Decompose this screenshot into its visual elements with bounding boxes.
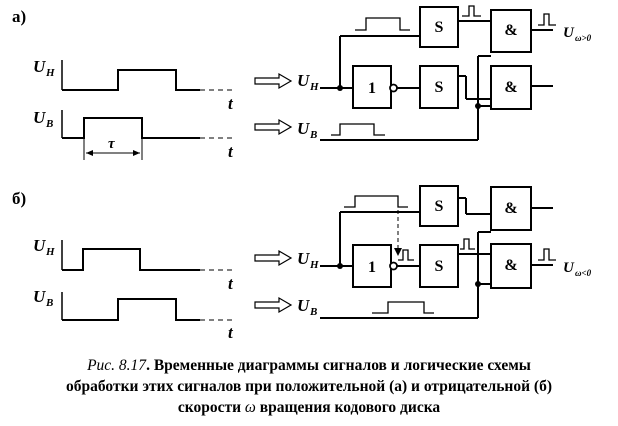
part-b-gate-and-top: & (490, 186, 532, 231)
part-b-input-arrow-top (254, 249, 293, 267)
part-a-ub-sub: В (45, 118, 53, 130)
svg-text:1: 1 (368, 80, 376, 97)
part-a-junction-ub (475, 103, 481, 109)
part-a-input-arrow-top (254, 72, 293, 90)
part-b-output-label: U (563, 260, 575, 276)
part-b-gate-s-bottom: S (419, 244, 459, 288)
part-a-gate-s-bottom: S (419, 65, 459, 109)
part-a-un-label: U (33, 57, 46, 76)
part-a-time-label-1: t (228, 94, 234, 113)
svg-text:S: S (435, 79, 444, 96)
part-b-pulse-sketch-bottom (372, 301, 434, 314)
part-a: а) U Н U В t t τ U Н U В (12, 5, 592, 161)
caption-prefix: Рис. 8.17 (87, 357, 147, 374)
svg-text:S: S (435, 198, 444, 215)
part-b-gate-s-top: S (419, 185, 459, 227)
part-a-output-sub: ω>0 (575, 33, 592, 43)
svg-text:&: & (504, 22, 517, 39)
part-b-timing (61, 240, 235, 321)
svg-text:S: S (435, 258, 444, 275)
caption-line-1: . Временные диаграммы сигналов и логичес… (146, 357, 531, 374)
part-a-pulse-sketch-s (462, 5, 481, 17)
part-b-gate-not: 1 (352, 244, 398, 288)
part-a-input-un-sub: Н (309, 81, 319, 93)
part-a-tau-label: τ (108, 136, 116, 152)
part-b-un-label: U (33, 236, 46, 255)
part-b-input-ub-sub: В (309, 306, 317, 318)
part-a-gate-not: 1 (352, 65, 398, 109)
part-a-input-arrow-bottom (254, 118, 293, 136)
part-a-time-label-2: t (228, 142, 234, 161)
part-b-input-arrow-bottom (254, 296, 293, 314)
part-a-ub-waveform (62, 117, 200, 139)
part-b-ub-label: U (33, 287, 46, 306)
part-b-input-un-label: U (297, 249, 310, 268)
part-b-un-sub: Н (45, 246, 55, 258)
part-a-input-un-label: U (297, 71, 310, 90)
part-a-label: а) (12, 7, 26, 26)
part-b-input-un-sub: Н (309, 259, 319, 271)
part-b-input-ub-label: U (297, 296, 310, 315)
part-b: б) U Н U В t t U Н U В (12, 185, 592, 342)
part-b-pulse-sketch-top (344, 195, 408, 208)
part-b-gate-and-bottom: & (490, 243, 532, 289)
svg-text:S: S (435, 19, 444, 36)
part-b-pulse-sketch-not (398, 249, 414, 261)
part-a-timing (61, 60, 235, 160)
caption-line-3-after: вращения кодового диска (255, 399, 441, 416)
caption-line-2: обработки этих сигналов при положительно… (66, 378, 552, 395)
part-b-ub-sub: В (45, 297, 53, 309)
svg-text:&: & (504, 257, 517, 274)
part-a-ub-label: U (33, 108, 46, 127)
part-a-pulse-sketch-top (355, 17, 410, 31)
part-b-junction-ub (475, 281, 481, 287)
caption-omega: ω (244, 399, 256, 416)
svg-text:&: & (504, 79, 517, 96)
part-b-time-label-2: t (228, 323, 234, 342)
svg-text:1: 1 (368, 259, 376, 276)
part-a-gate-and-bottom: & (490, 65, 532, 110)
part-a-input-ub-sub: В (309, 129, 317, 141)
part-a-pulse-sketch-out (538, 13, 556, 26)
figure-caption: Рис. 8.17. Временные диаграммы сигналов … (20, 355, 598, 418)
part-a-un-waveform (62, 69, 200, 91)
part-b-un-waveform (62, 248, 200, 271)
part-a-gate-and-top: & (490, 9, 532, 53)
part-a-wires (320, 20, 553, 141)
part-a-gate-s-top: S (419, 6, 459, 48)
part-b-ub-waveform (62, 298, 200, 321)
part-a-junction-un (337, 85, 343, 91)
part-b-wires (320, 197, 553, 319)
part-b-label: б) (12, 189, 26, 208)
caption-line-3-before: скорости (177, 399, 245, 416)
part-a-un-sub: Н (45, 67, 55, 79)
svg-text:&: & (504, 200, 517, 217)
part-b-junction-un (337, 263, 343, 269)
part-a-pulse-sketch-bottom (331, 123, 385, 136)
part-a-input-ub-label: U (297, 119, 310, 138)
part-a-output-label: U (563, 25, 575, 41)
part-b-pulse-sketch-s (460, 238, 475, 250)
part-b-time-label-1: t (228, 274, 234, 293)
part-b-pulse-sketch-out (538, 248, 556, 261)
part-b-output-sub: ω<0 (575, 268, 592, 278)
